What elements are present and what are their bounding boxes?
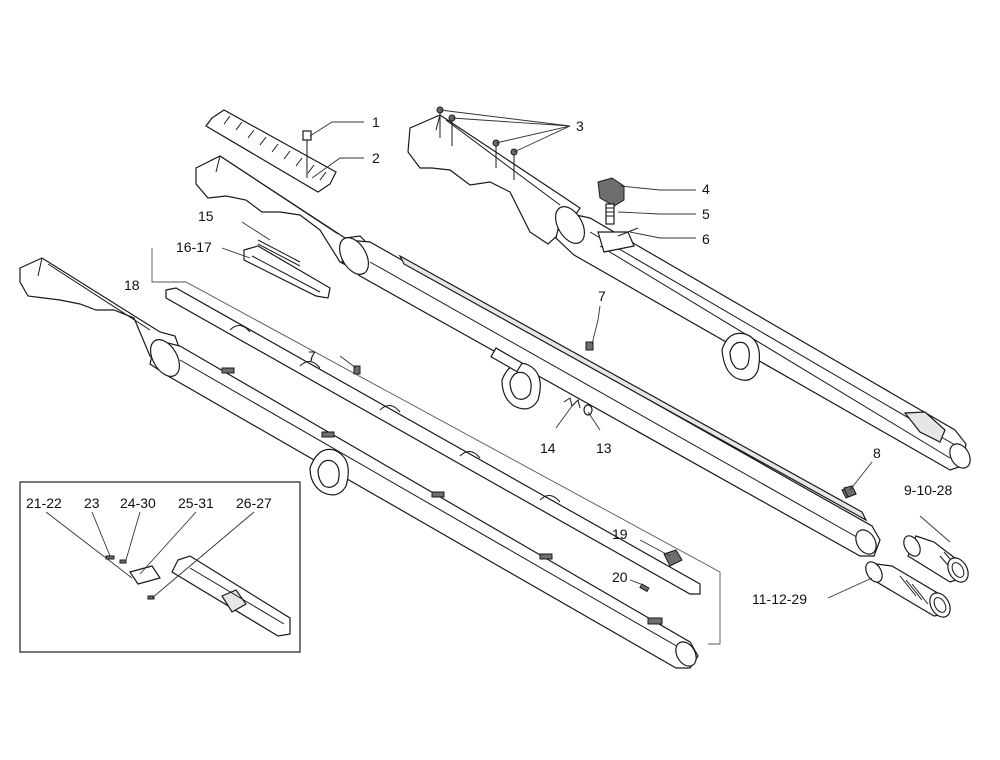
callout-18: 18 xyxy=(124,277,140,293)
callout-5: 5 xyxy=(702,206,710,222)
callout-20: 20 xyxy=(612,569,628,585)
screw-7b xyxy=(353,365,361,375)
detail-frame xyxy=(19,481,301,653)
callout-8: 8 xyxy=(873,445,881,461)
callout-14: 14 xyxy=(540,440,556,456)
barrel-ring-top xyxy=(721,332,761,381)
callout-16-17: 16-17 xyxy=(176,239,212,255)
scope-rail xyxy=(205,109,337,193)
barrel-ring-middle xyxy=(501,362,541,410)
rail-screw xyxy=(302,130,312,141)
barrel-tube-top xyxy=(555,211,967,471)
callout-2: 2 xyxy=(372,150,380,166)
callout-25-31: 25-31 xyxy=(178,495,214,511)
latch-19 xyxy=(663,549,683,567)
screw-7a xyxy=(585,341,594,351)
callout-7-lower: 7 xyxy=(308,348,316,364)
callout-24-30: 24-30 xyxy=(120,495,156,511)
leader-lines xyxy=(45,109,951,599)
callout-13: 13 xyxy=(596,440,612,456)
callout-labels: 1 2 3 4 5 6 7 7 8 9-10-28 11-12-29 13 14… xyxy=(26,114,952,607)
rib-strip xyxy=(165,287,701,595)
callout-9-10-28: 9-10-28 xyxy=(904,482,952,498)
callout-1: 1 xyxy=(372,114,380,130)
barrel-assembly-middle xyxy=(195,155,881,557)
follower-assembly xyxy=(243,239,331,299)
part-group-outline xyxy=(151,248,721,645)
callout-4: 4 xyxy=(702,181,710,197)
callout-23: 23 xyxy=(84,495,100,511)
front-sight-top xyxy=(903,411,946,443)
barrel-assembly-top xyxy=(407,106,971,471)
vent-rib-middle xyxy=(398,254,868,522)
barrel-ring-lower xyxy=(309,448,349,496)
detent-13 xyxy=(583,404,593,416)
barrel-rib-lower xyxy=(19,257,181,367)
barrel-rib-top xyxy=(407,114,581,245)
detail-inset xyxy=(19,481,301,653)
callout-11-12-29: 11-12-29 xyxy=(752,591,807,607)
choke-tube-upper xyxy=(903,535,969,583)
callout-3: 3 xyxy=(576,118,584,134)
callout-26-27: 26-27 xyxy=(236,495,272,511)
barrel-assembly-lower xyxy=(19,257,699,669)
rear-sight xyxy=(597,177,625,207)
small-parts xyxy=(353,341,857,593)
callout-7-upper: 7 xyxy=(598,288,606,304)
bead-8 xyxy=(843,485,857,498)
screw-set xyxy=(436,106,518,180)
barrel-rib-middle xyxy=(195,155,373,269)
callout-6: 6 xyxy=(702,231,710,247)
callout-21-22: 21-22 xyxy=(26,495,62,511)
choke-tube-lower xyxy=(865,561,951,618)
callout-15: 15 xyxy=(198,208,214,224)
callout-19: 19 xyxy=(612,526,628,542)
